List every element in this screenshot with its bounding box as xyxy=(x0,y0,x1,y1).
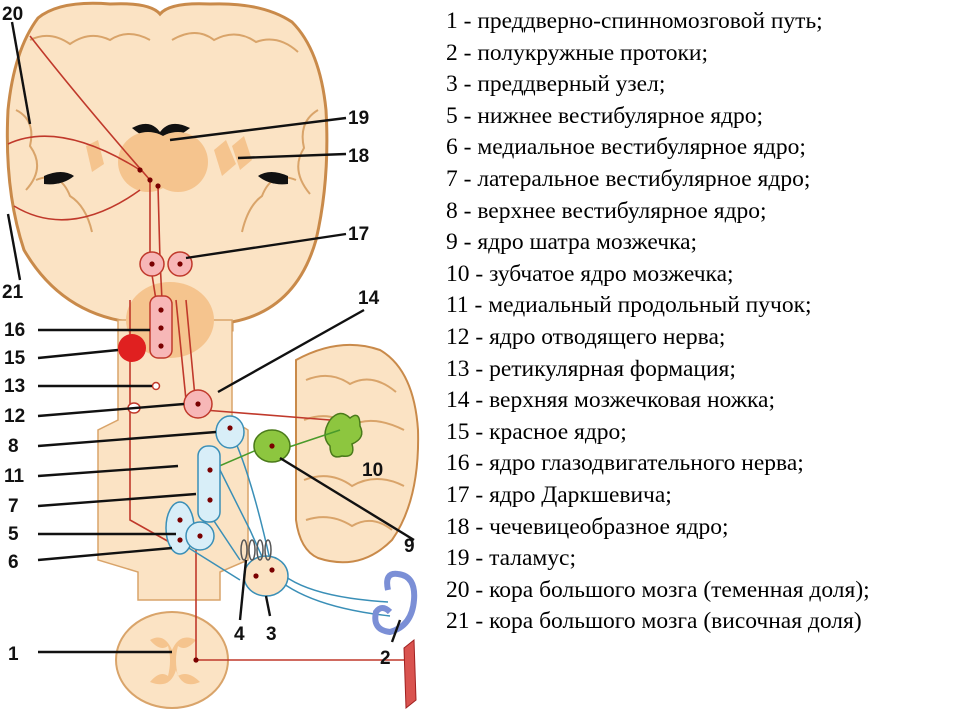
legend-item-21: 21 - кора большого мозга (височная доля) xyxy=(446,608,862,635)
label-18: 18 xyxy=(348,146,369,167)
label-10: 10 xyxy=(362,460,383,481)
label-5: 5 xyxy=(8,524,19,545)
label-7: 7 xyxy=(8,496,19,517)
legend-item-13: 13 - ретикулярная формация; xyxy=(446,355,736,382)
label-6: 6 xyxy=(8,552,19,573)
number-labels: 20 19 18 17 21 14 16 15 13 12 8 11 10 7 … xyxy=(2,4,415,669)
neuron-dots xyxy=(137,167,275,663)
label-16: 16 xyxy=(4,320,25,341)
label-21: 21 xyxy=(2,282,24,303)
semicircular-canals xyxy=(372,570,418,636)
label-8: 8 xyxy=(8,436,19,457)
legend-item-8: 8 - верхнее вестибулярное ядро; xyxy=(446,197,767,224)
legend-item-15: 15 - красное ядро; xyxy=(446,418,627,445)
legend-item-10: 10 - зубчатое ядро мозжечка; xyxy=(446,260,734,287)
legend-item-11: 11 - медиальный продольный пучок; xyxy=(446,292,812,319)
legend-item-14: 14 - верхняя мозжечковая ножка; xyxy=(446,387,775,414)
label-17: 17 xyxy=(348,224,369,245)
legend: 1 - преддверно-спинномозговой путь; 2 - … xyxy=(446,6,952,638)
leader-lines xyxy=(6,21,415,654)
thalamus-right xyxy=(148,132,208,192)
legend-item-5: 5 - нижнее вестибулярное ядро; xyxy=(446,102,764,129)
legend-item-20: 20 - кора большого мозга (теменная доля)… xyxy=(446,576,870,603)
label-14: 14 xyxy=(358,288,380,309)
legend-item-9: 9 - ядро шатра мозжечка; xyxy=(446,229,698,256)
red-nucleus xyxy=(118,334,146,362)
vestibular-pathways-diagram: 20 19 18 17 21 14 16 15 13 12 8 11 10 7 … xyxy=(2,1,420,710)
label-12: 12 xyxy=(4,406,25,427)
label-13: 13 xyxy=(4,376,25,397)
legend-item-2: 2 - полукружные протоки; xyxy=(446,39,709,66)
cerebellum xyxy=(295,343,420,564)
legend-item-19: 19 - таламус; xyxy=(446,545,577,572)
dentate-nucleus xyxy=(324,412,363,458)
label-2: 2 xyxy=(380,648,391,669)
legend-item-16: 16 - ядро глазодвигательного нерва; xyxy=(446,450,804,477)
label-4: 4 xyxy=(234,624,245,645)
label-15: 15 xyxy=(4,348,26,369)
label-11: 11 xyxy=(4,466,25,487)
legend-item-7: 7 - латеральное вестибулярное ядро; xyxy=(446,165,811,192)
legend-item-18: 18 - чечевицеобразное ядро; xyxy=(446,513,729,540)
legend-item-12: 12 - ядро отводящего нерва; xyxy=(446,323,726,350)
legend-item-3: 3 - преддверный узел; xyxy=(446,71,666,98)
legend-item-17: 17 - ядро Даркшевича; xyxy=(446,481,672,508)
label-1: 1 xyxy=(8,644,19,665)
label-20: 20 xyxy=(2,4,23,25)
label-19: 19 xyxy=(348,108,369,129)
label-9: 9 xyxy=(404,536,415,557)
muscle xyxy=(403,638,417,710)
label-3: 3 xyxy=(266,624,277,645)
legend-item-6: 6 - медиальное вестибулярное ядро; xyxy=(446,134,806,161)
vestibular-nuclei xyxy=(165,415,245,555)
legend-item-1: 1 - преддверно-спинномозговой путь; xyxy=(446,8,823,34)
